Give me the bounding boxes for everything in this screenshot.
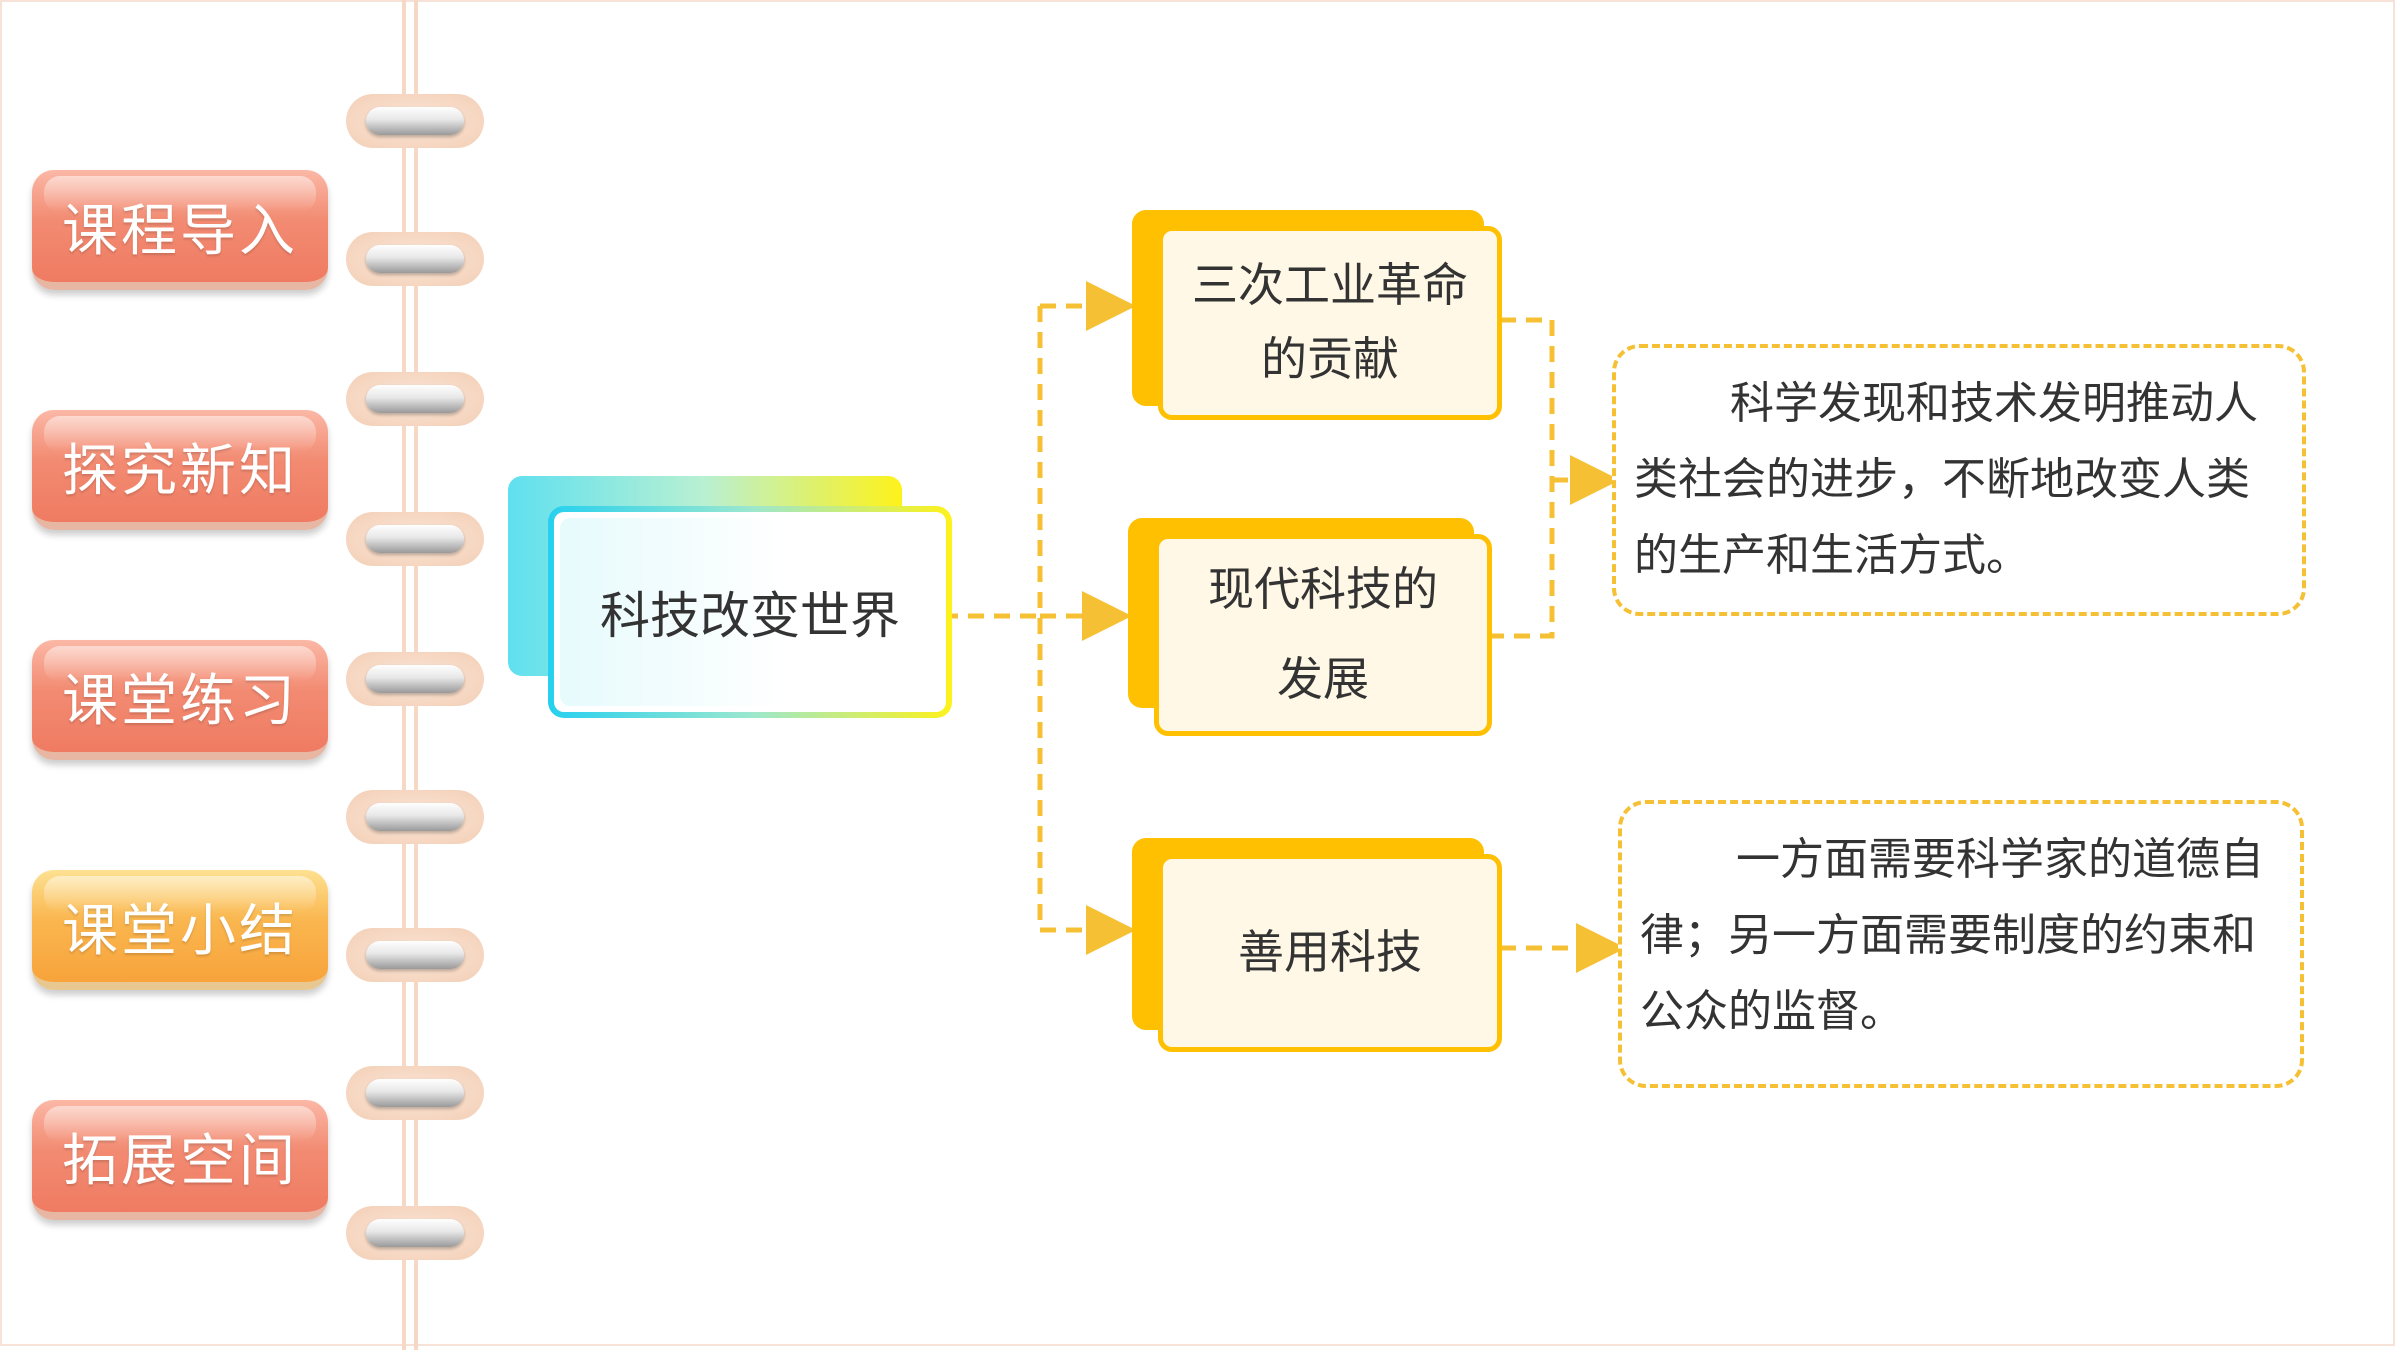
binder-ring-icon [346, 1066, 484, 1120]
description-box-responsibility: 一方面需要科学家的道德自律；另一方面需要制度的约束和公众的监督。 [1618, 800, 2304, 1088]
binder-ring-icon [346, 928, 484, 982]
branch-node-use-tech-wisely: 善用科技 [1132, 838, 1502, 1052]
binder-ring-icon [346, 790, 484, 844]
nav-label: 课程导入 [62, 198, 298, 264]
description-box-progress: 科学发现和技术发明推动人类社会的进步，不断地改变人类的生产和生活方式。 [1612, 344, 2306, 616]
branch-label-line1: 现代科技的 [1208, 562, 1438, 617]
binder-ring-icon [346, 94, 484, 148]
description-text: 科学发现和技术发明推动人类社会的进步，不断地改变人类的生产和生活方式。 [1634, 378, 2258, 581]
nav-explore-button[interactable]: 探究新知 [32, 410, 328, 530]
nav-label: 探究新知 [62, 438, 298, 504]
description-text: 一方面需要科学家的道德自律；另一方面需要制度的约束和公众的监督。 [1640, 834, 2264, 1037]
branch-label-line1: 三次工业革命 [1192, 258, 1468, 313]
nav-practice-button[interactable]: 课堂练习 [32, 640, 328, 760]
binder-ring-icon [346, 652, 484, 706]
nav-label: 课堂练习 [62, 668, 298, 734]
branch-node-modern-tech: 现代科技的 发展 [1128, 518, 1492, 736]
nav-label: 拓展空间 [62, 1128, 298, 1194]
branch-label: 善用科技 [1238, 925, 1422, 980]
nav-course-intro-button[interactable]: 课程导入 [32, 170, 328, 290]
binder-ring-icon [346, 512, 484, 566]
binder-ring-icon [346, 1206, 484, 1260]
branch-node-industrial-revolutions: 三次工业革命 的贡献 [1132, 210, 1502, 430]
central-topic-label: 科技改变世界 [600, 587, 900, 645]
binder-ring-icon [346, 232, 484, 286]
nav-summary-button[interactable]: 课堂小结 [32, 870, 328, 990]
central-topic-node: 科技改变世界 [548, 506, 952, 718]
nav-extension-button[interactable]: 拓展空间 [32, 1100, 328, 1220]
branch-label-line2: 发展 [1277, 652, 1369, 706]
binder-ring-icon [346, 372, 484, 426]
branch-label-line2: 的贡献 [1261, 332, 1399, 386]
nav-label: 课堂小结 [62, 898, 298, 964]
